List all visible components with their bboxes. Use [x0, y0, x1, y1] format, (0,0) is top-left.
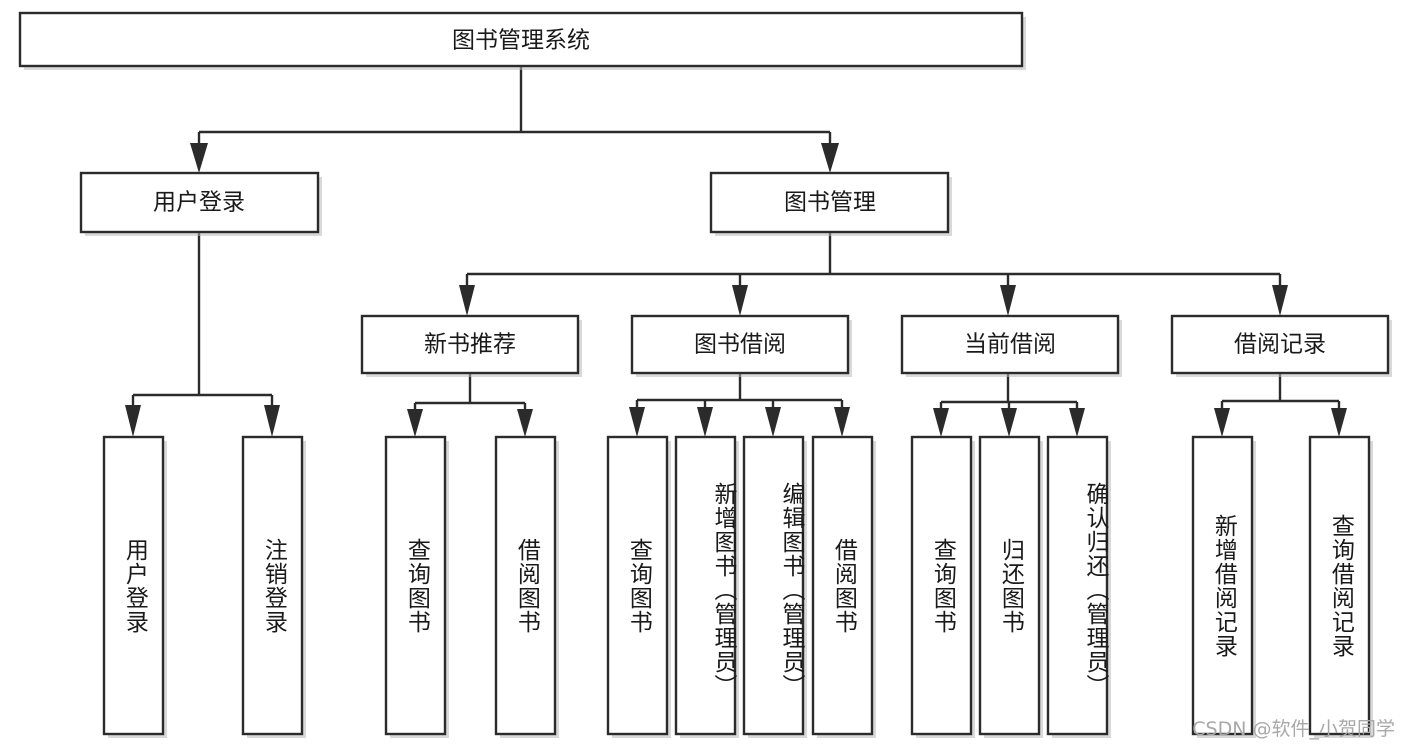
leaf-node-edit-book[interactable]	[742, 435, 807, 738]
node-user-login-label: 用户登录	[153, 190, 245, 216]
leaf-node-user-login[interactable]	[102, 435, 167, 738]
leaf-node-query-book-1[interactable]	[384, 435, 449, 738]
leaf-borrow-book-1-rect[interactable]	[494, 435, 557, 736]
leaf-node-add-record[interactable]	[1191, 435, 1256, 738]
node-current-borrow[interactable]: 当前借阅	[900, 314, 1122, 377]
leaf-node-query-book-2[interactable]	[606, 435, 671, 738]
arrow-bm-to-borrow	[732, 285, 748, 316]
arrow-bm-to-records	[1272, 285, 1288, 316]
leaf-edit-book-rect[interactable]	[742, 435, 805, 736]
arrow-current-leaf-2	[1001, 408, 1017, 437]
leaf-query-book-1-rect[interactable]	[384, 435, 447, 736]
leaf-add-record-rect[interactable]	[1191, 435, 1254, 736]
arrow-newbook-leaf-1	[407, 409, 423, 437]
node-root-label: 图书管理系统	[452, 28, 590, 54]
connector-group-root	[190, 66, 839, 173]
node-user-login-rect[interactable]	[79, 171, 320, 234]
leaf-node-confirm-return[interactable]	[1046, 435, 1111, 738]
arrow-borrow-leaf-1	[629, 407, 645, 437]
node-borrow-records[interactable]: 借阅记录	[1170, 314, 1392, 377]
node-new-book-recommend[interactable]: 新书推荐	[360, 314, 582, 377]
node-root-rect[interactable]	[18, 11, 1024, 68]
arrow-login-leaf-1	[125, 405, 141, 437]
leaf-user-login-rect[interactable]	[102, 435, 165, 736]
node-book-borrow[interactable]: 图书借阅	[630, 314, 852, 377]
connector-group-newbook	[407, 373, 533, 437]
leaf-query-book-2-rect[interactable]	[606, 435, 669, 736]
leaf-return-book-rect[interactable]	[978, 435, 1041, 736]
leaf-node-borrow-book-1[interactable]	[494, 435, 559, 738]
arrow-current-leaf-1	[933, 408, 949, 437]
node-book-borrow-rect[interactable]	[630, 314, 850, 375]
leaf-query-record-rect[interactable]	[1308, 435, 1371, 736]
leaf-confirm-return-rect[interactable]	[1046, 435, 1109, 736]
node-borrow-records-label: 借阅记录	[1234, 332, 1326, 358]
arrow-borrow-leaf-4	[834, 407, 850, 437]
leaf-node-logout[interactable]	[241, 435, 306, 738]
arrow-borrow-leaf-3	[765, 407, 781, 437]
leaf-node-query-book-3[interactable]	[910, 435, 975, 738]
arrow-records-leaf-2	[1331, 408, 1347, 437]
arrow-login-leaf-2	[264, 405, 280, 437]
arrow-newbook-leaf-2	[517, 409, 533, 437]
arrow-borrow-leaf-2	[697, 407, 713, 437]
node-new-book-recommend-rect[interactable]	[360, 314, 580, 375]
leaf-node-return-book[interactable]	[978, 435, 1043, 738]
arrow-bm-to-current	[1000, 285, 1016, 316]
arrow-records-leaf-1	[1214, 408, 1230, 437]
leaf-borrow-book-2-rect[interactable]	[811, 435, 874, 736]
arrow-root-to-bookmgmt	[821, 143, 839, 173]
node-root[interactable]: 图书管理系统	[18, 11, 1026, 70]
node-current-borrow-label: 当前借阅	[964, 332, 1056, 358]
arrow-current-leaf-3	[1069, 408, 1085, 437]
connector-group-login	[125, 232, 280, 437]
node-current-borrow-rect[interactable]	[900, 314, 1120, 375]
node-book-management-rect[interactable]	[709, 171, 950, 234]
node-new-book-recommend-label: 新书推荐	[424, 332, 516, 358]
leaf-add-book-rect[interactable]	[674, 435, 737, 736]
arrow-root-to-login	[190, 143, 208, 173]
connector-group-borrow	[629, 373, 850, 437]
leaf-node-borrow-book-2[interactable]	[811, 435, 876, 738]
arrow-bm-to-newbook	[459, 285, 475, 316]
leaf-node-add-book[interactable]	[674, 435, 739, 738]
node-book-borrow-label: 图书借阅	[694, 332, 786, 358]
leaf-node-query-record[interactable]	[1308, 435, 1373, 738]
node-user-login[interactable]: 用户登录	[79, 171, 322, 236]
node-borrow-records-rect[interactable]	[1170, 314, 1390, 375]
connector-group-bookmgmt	[459, 232, 1288, 316]
leaf-query-book-3-rect[interactable]	[910, 435, 973, 736]
node-book-management[interactable]: 图书管理	[709, 171, 952, 236]
connector-group-records	[1214, 373, 1347, 437]
leaf-logout-rect[interactable]	[241, 435, 304, 736]
node-book-management-label: 图书管理	[784, 190, 876, 216]
connector-group-current	[933, 373, 1085, 437]
